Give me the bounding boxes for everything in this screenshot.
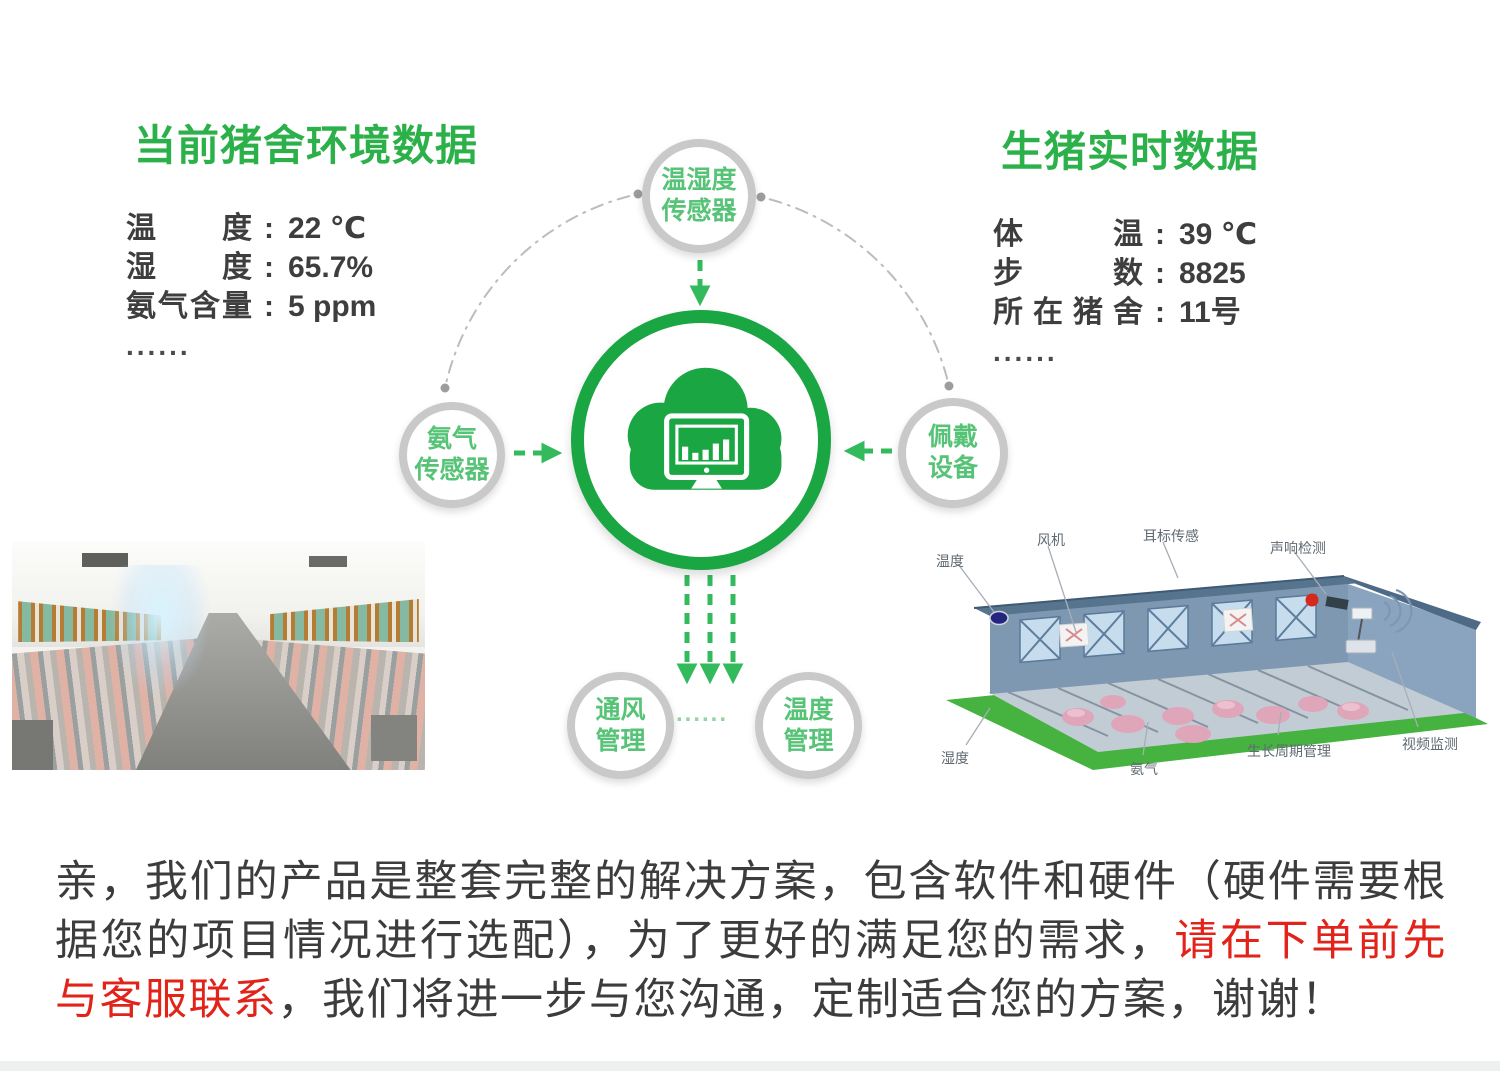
alarm-dot xyxy=(1305,593,1319,607)
photo-light-flare xyxy=(111,564,211,698)
node-label-line: 传感器 xyxy=(661,197,737,225)
row-value: 11号 xyxy=(1179,296,1241,329)
env-row-humidity: 湿度 : 65.7% xyxy=(126,242,478,284)
barn-label-sound-detection: 声响检测 xyxy=(1270,540,1326,556)
env-panel-ellipsis: ...... xyxy=(126,330,191,361)
env-panel-title: 当前猪舍环境数据 xyxy=(134,122,479,169)
arc-dot xyxy=(944,381,954,391)
barn-pigs xyxy=(1062,695,1369,743)
pig-house-photo xyxy=(12,542,425,770)
row-colon: : xyxy=(1155,257,1165,290)
row-value: 8825 xyxy=(1179,257,1246,290)
node-label-line: 温湿度 xyxy=(661,166,737,194)
barn-gable-wall xyxy=(1348,584,1476,718)
row-colon: : xyxy=(264,212,274,245)
node-label-line: 佩戴 xyxy=(927,423,978,451)
pig-panel-ellipsis: ...... xyxy=(993,336,1058,367)
row-value: 22 ℃ xyxy=(288,212,367,245)
row-label: 步数 xyxy=(993,257,1143,290)
photo-ceiling-vent xyxy=(82,553,128,568)
row-colon: : xyxy=(1155,218,1165,251)
env-row-temperature: 温度 : 22 ℃ xyxy=(126,203,478,245)
barn-label-fan: 风机 xyxy=(1037,532,1065,548)
row-label: 湿度 xyxy=(126,251,252,284)
node-label-line: 管理 xyxy=(783,726,834,755)
pig-row-house: 所在猪舍 : 11号 xyxy=(993,287,1259,329)
barn-label-growth-cycle: 生长周期管理 xyxy=(1247,743,1331,759)
row-label: 所在猪舍 xyxy=(993,296,1143,329)
pig-row-body-temp: 体温 : 39 ℃ xyxy=(993,209,1259,251)
row-value: 5 ppm xyxy=(288,290,377,323)
photo-equipment xyxy=(371,715,417,761)
row-label: 氨气含量 xyxy=(126,290,252,323)
barn-leader-lines xyxy=(957,541,1419,756)
node-label-line: 传感器 xyxy=(414,456,490,484)
env-data-panel: 当前猪舍环境数据 温度 : 22 ℃ 湿度 : 65.7% 氨气含量 : 5 p… xyxy=(126,112,478,362)
pig-panel-title: 生猪实时数据 xyxy=(1001,128,1260,175)
row-value: 65.7% xyxy=(288,251,374,284)
barn-pen-rails xyxy=(1007,665,1409,737)
cloud-monitor-icon xyxy=(627,367,781,490)
notice-text: 亲，我们的产品是整套完整的解决方案，包含软件和硬件（硬件需要根据您的项目情况进行… xyxy=(55,858,1448,1024)
barn-vent-cross-frames xyxy=(1019,593,1317,664)
env-row-ammonia: 氨气含量 : 5 ppm xyxy=(126,281,478,323)
barn-label-ammonia: 氨气 xyxy=(1130,761,1158,777)
node-label-line: 通风 xyxy=(595,695,646,724)
barn-fan-panels xyxy=(1058,607,1254,648)
barn-temp-sensor-dot xyxy=(989,610,1009,626)
barn-pigs-highlight xyxy=(1067,701,1360,717)
node-label-line: 设备 xyxy=(927,454,978,482)
barn-vent-windows xyxy=(1019,593,1317,664)
node-ventilation-management: 通风 管理 xyxy=(567,672,674,779)
node-label-line: 温度 xyxy=(783,695,834,724)
pig-data-panel: 生猪实时数据 体温 : 39 ℃ 步数 : 8825 所在猪舍 : 11号 ..… xyxy=(993,118,1259,368)
diagram-ellipsis: ...... xyxy=(676,700,729,727)
photo-ceiling-vent xyxy=(309,555,347,568)
node-temp-humidity-sensor: 温湿度 传感器 xyxy=(642,139,756,253)
barn-roof-front xyxy=(974,576,1360,616)
barn-roof-ridge xyxy=(973,575,1345,609)
barn-label-humidity: 湿度 xyxy=(941,750,969,766)
node-temperature-management: 温度 管理 xyxy=(755,672,862,779)
row-label: 温度 xyxy=(126,212,252,245)
pig-row-steps: 步数 : 8825 xyxy=(993,248,1259,290)
row-colon: : xyxy=(264,290,274,323)
cloud-platform-node xyxy=(571,310,831,570)
barn-camera-assembly xyxy=(1305,588,1413,654)
row-label: 体温 xyxy=(993,218,1143,251)
row-colon: : xyxy=(1155,296,1165,329)
node-label-line: 管理 xyxy=(595,726,646,755)
node-label-line: 氨气 xyxy=(426,425,477,453)
arc-dot xyxy=(440,383,450,393)
barn-front-wall xyxy=(990,584,1348,694)
barn-label-temperature: 温度 xyxy=(936,553,964,569)
arc-dot xyxy=(756,192,766,202)
barn-roof-right xyxy=(1344,576,1481,630)
row-value: 39 ℃ xyxy=(1179,218,1258,251)
barn-label-video-monitoring: 视频监测 xyxy=(1402,736,1458,752)
photo-equipment xyxy=(12,719,54,770)
barn-floor xyxy=(988,660,1473,752)
node-wearable-device: 佩戴 设备 xyxy=(898,398,1008,508)
barn-label-ear-tag-sensor: 耳标传感 xyxy=(1143,528,1199,544)
row-colon: : xyxy=(264,251,274,284)
page-bottom-divider xyxy=(0,1061,1500,1071)
node-ammonia-sensor: 氨气 传感器 xyxy=(399,402,505,508)
